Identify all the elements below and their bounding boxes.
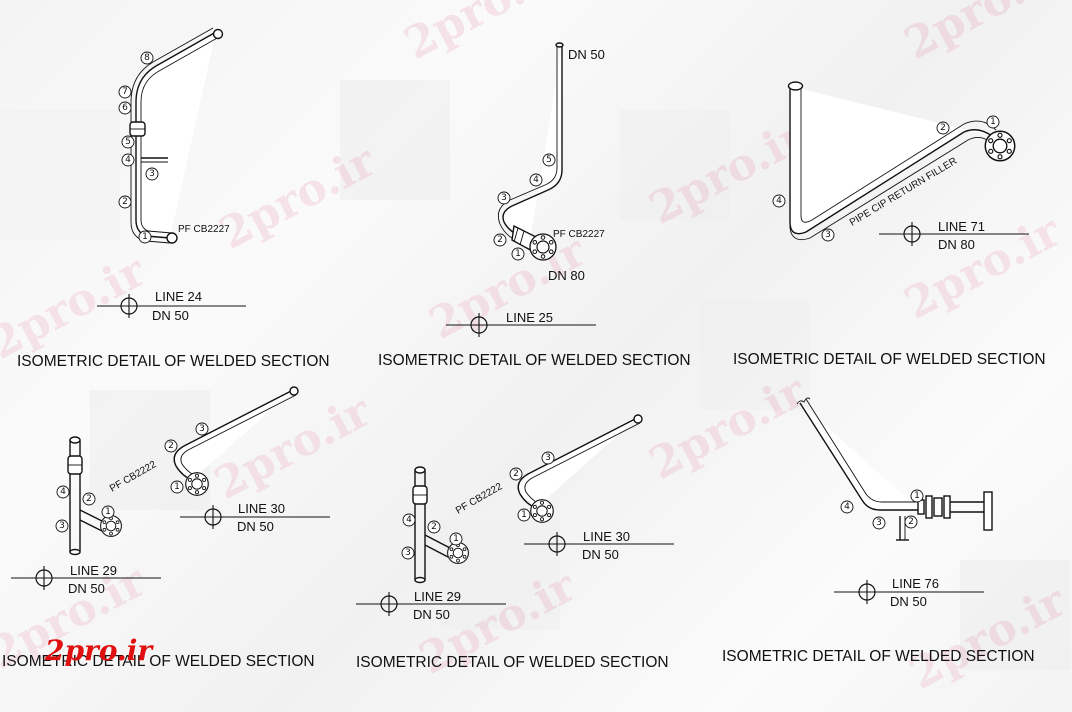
weld-tag-label: 2 — [86, 494, 92, 504]
weld-tags: 1 2 3 4 — [772, 115, 1000, 242]
weld-tag-label: 1 — [174, 482, 180, 492]
detail-line-24: 8 7 6 5 4 3 2 1 PF CB2227 LINE 24 DN 50 … — [17, 27, 330, 370]
background-tiles — [0, 80, 1070, 670]
weld-tag-label: 1 — [142, 232, 148, 242]
detail-caption: ISOMETRIC DETAIL OF WELDED SECTION — [733, 351, 1046, 368]
weld-tag-label: 8 — [144, 53, 150, 63]
detail-line-25: 5 4 3 2 1 DN 50 PF CB2227 DN 80 LINE 25 … — [378, 42, 691, 369]
pipe-run-line-29 — [67, 436, 122, 556]
detail-caption: ISOMETRIC DETAIL OF WELDED SECTION — [378, 352, 691, 369]
weld-tag-label: 4 — [776, 196, 782, 206]
line-number: LINE 29 — [414, 589, 461, 604]
weld-tag-label: 3 — [59, 521, 65, 531]
weld-tag-label: 4 — [60, 487, 66, 497]
detail-caption: ISOMETRIC DETAIL OF WELDED SECTION — [722, 648, 1035, 665]
pipe-run — [787, 81, 1016, 241]
dn-size: DN 50 — [152, 308, 189, 323]
weld-tag-label: 1 — [521, 510, 527, 520]
pipe-note: DN 50 — [568, 47, 605, 62]
line-number: LINE 76 — [892, 576, 939, 591]
pipe-run-line-30 — [173, 386, 299, 496]
weld-tag-label: 3 — [876, 518, 882, 528]
weld-tags: 3 2 1 4 2 3 1 — [55, 422, 209, 533]
weld-tag-label: 3 — [825, 230, 831, 240]
detail-caption: ISOMETRIC DETAIL OF WELDED SECTION — [2, 653, 315, 670]
watermark-text: 2pro.ir — [421, 225, 594, 349]
dn-size: DN 50 — [413, 607, 450, 622]
dn-size: DN 50 — [68, 581, 105, 596]
weld-tag-label: 7 — [122, 87, 128, 97]
weld-tag-label: 6 — [122, 103, 128, 113]
dn-size: DN 80 — [938, 237, 975, 252]
weld-tag-label: 4 — [533, 175, 539, 185]
line-number: LINE 30 — [583, 529, 630, 544]
dn-size: DN 50 — [582, 547, 619, 562]
detail-caption: ISOMETRIC DETAIL OF WELDED SECTION — [17, 353, 330, 370]
weld-tags: 5 4 3 2 1 — [493, 153, 556, 261]
pipe-note: DN 80 — [548, 268, 585, 283]
pipe-run-line-30 — [517, 414, 643, 523]
line-number: LINE 24 — [155, 289, 202, 304]
weld-tag-label: 2 — [168, 441, 174, 451]
line-number: LINE 30 — [238, 501, 285, 516]
site-logo: 2pro.ir — [44, 634, 154, 667]
weld-tags: 1 2 3 4 — [840, 489, 924, 530]
weld-tag-label: 1 — [914, 491, 920, 501]
weld-tags: 8 7 6 5 4 3 2 1 — [118, 51, 159, 244]
weld-tag-label: 3 — [501, 193, 507, 203]
weld-tags: 3 2 1 4 2 3 1 — [401, 451, 555, 560]
weld-tag-label: 3 — [199, 424, 205, 434]
line-number: LINE 71 — [938, 219, 985, 234]
weld-tag-label: 3 — [545, 453, 551, 463]
weld-tag-label: 2 — [122, 197, 128, 207]
weld-tag-label: 2 — [497, 235, 503, 245]
watermark-text: 2pro.ir — [0, 245, 155, 369]
dn-size: DN 50 — [237, 519, 274, 534]
watermark-text: 2pro.ir — [396, 0, 569, 70]
weld-tag-label: 1 — [990, 117, 996, 127]
line-number: LINE 29 — [70, 563, 117, 578]
weld-tag-label: 3 — [405, 548, 411, 558]
weld-tag-label: 4 — [406, 515, 412, 525]
weld-tag-label: 1 — [453, 534, 459, 544]
weld-tag-label: 2 — [513, 469, 519, 479]
weld-tag-label: 1 — [515, 249, 521, 259]
weld-tag-label: 4 — [844, 502, 850, 512]
weld-tag-label: 2 — [940, 123, 946, 133]
pipe-run — [497, 42, 564, 261]
pipe-run-line-29 — [412, 466, 469, 584]
weld-tag-label: 2 — [431, 522, 437, 532]
line-number: LINE 25 — [506, 310, 553, 325]
pipe-run — [796, 397, 993, 541]
dn-size: DN 50 — [890, 594, 927, 609]
watermark-text: 2pro.ir — [896, 0, 1069, 70]
watermark-text: 2pro.ir — [206, 385, 379, 509]
pipe-note: PF CB2227 — [178, 224, 230, 235]
weld-tag-label: 5 — [125, 137, 131, 147]
weld-tag-label: 3 — [149, 169, 155, 179]
weld-tag-label: 4 — [125, 155, 131, 165]
detail-line-76: 1 2 3 4 LINE 76 DN 50 ISOMETRIC DETAIL O… — [722, 397, 1035, 665]
detail-caption: ISOMETRIC DETAIL OF WELDED SECTION — [356, 654, 669, 671]
pipe-note: PF CB2227 — [553, 229, 605, 240]
weld-tag-label: 1 — [105, 507, 111, 517]
weld-tag-label: 5 — [546, 155, 552, 165]
weld-tag-label: 2 — [908, 517, 914, 527]
pipe-note: PF CB2222 — [454, 481, 505, 517]
